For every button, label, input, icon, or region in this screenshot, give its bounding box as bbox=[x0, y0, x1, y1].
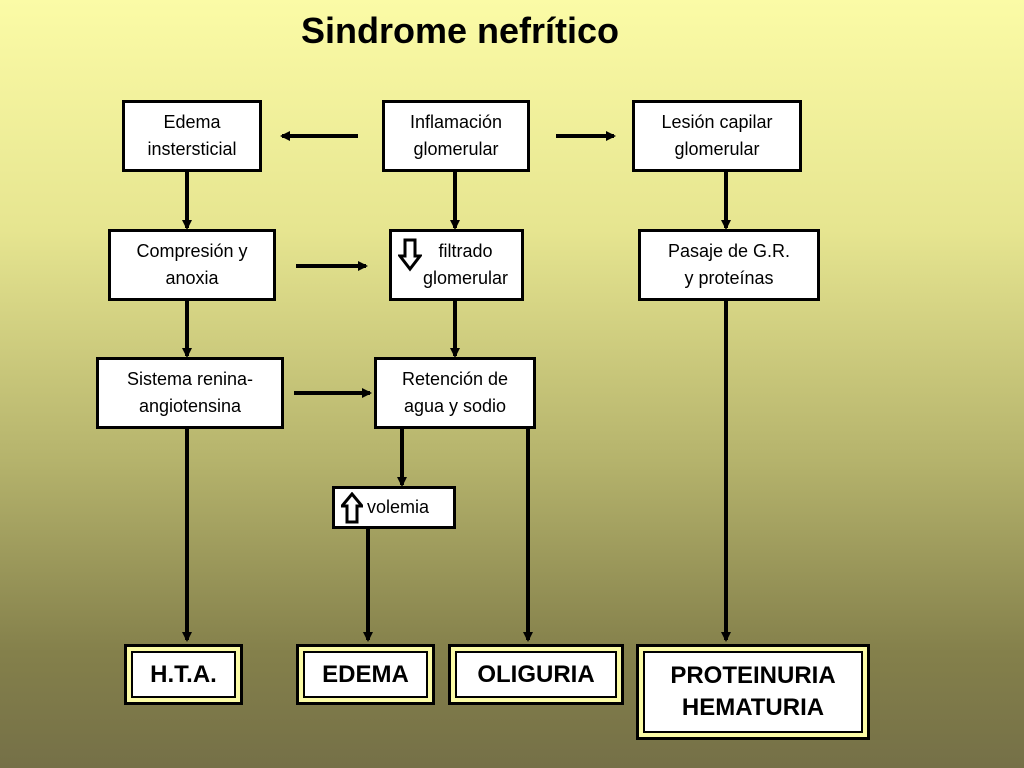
node-inflamacion-glomerular: Inflamación glomerular bbox=[382, 100, 530, 172]
node-label: Edema instersticial bbox=[147, 112, 237, 159]
node-filtrado-glomerular: filtrado glomerular bbox=[389, 229, 524, 301]
node-compresion-anoxia: Compresión y anoxia bbox=[108, 229, 276, 301]
node-label: Retención de agua y sodio bbox=[401, 369, 509, 416]
node-label: filtrado glomerular bbox=[422, 241, 509, 288]
outcome-oliguria: OLIGURIA bbox=[448, 644, 624, 705]
node-label: Compresión y anoxia bbox=[136, 241, 248, 288]
outcome-label: PROTEINURIA HEMATURIA bbox=[670, 662, 836, 721]
page-title: Sindrome nefrítico bbox=[300, 10, 620, 51]
outcome-label: H.T.A. bbox=[150, 660, 217, 688]
node-label: Inflamación glomerular bbox=[409, 112, 503, 159]
node-label: Pasaje de G.R. y proteínas bbox=[667, 241, 791, 288]
node-label: Sistema renina- angiotensina bbox=[126, 369, 254, 416]
outcome-proteinuria-hematuria: PROTEINURIA HEMATURIA bbox=[636, 644, 870, 740]
node-label: Lesión capilar glomerular bbox=[661, 112, 773, 159]
node-edema-intersticial: Edema instersticial bbox=[122, 100, 262, 172]
outcome-hta: H.T.A. bbox=[124, 644, 243, 705]
down-arrow-icon bbox=[398, 238, 422, 272]
node-sistema-renina: Sistema renina- angiotensina bbox=[96, 357, 284, 429]
up-arrow-icon bbox=[341, 491, 363, 523]
node-lesion-capilar: Lesión capilar glomerular bbox=[632, 100, 802, 172]
node-label: volemia bbox=[367, 497, 430, 517]
outcome-label: OLIGURIA bbox=[477, 660, 595, 688]
outcome-label: EDEMA bbox=[322, 660, 409, 688]
outcome-edema: EDEMA bbox=[296, 644, 435, 705]
node-volemia: volemia bbox=[332, 486, 456, 529]
node-retencion-agua: Retención de agua y sodio bbox=[374, 357, 536, 429]
node-pasaje-gr: Pasaje de G.R. y proteínas bbox=[638, 229, 820, 301]
